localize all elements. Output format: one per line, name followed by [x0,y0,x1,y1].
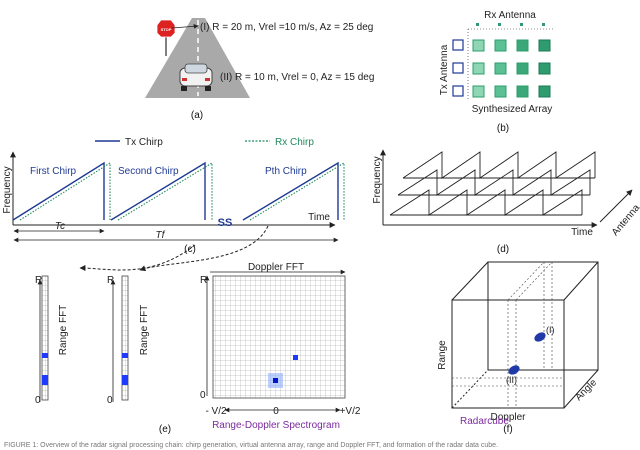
figure-caption: FIGURE 1: Overview of the radar signal p… [4,442,498,449]
e1-zero-label: 0 [35,395,41,406]
panel-b-label: (b) [497,123,509,134]
c-x-label: Time [308,212,330,223]
flow-arrow-c-to-e2 [139,225,269,272]
rx-antenna-label: Rx Antenna [484,10,536,21]
cube-target-1-label: (I) [546,325,555,335]
panel-d-label: (d) [497,244,509,255]
c-y-label: Frequency [2,166,13,213]
panel-c-label: (c) [184,244,196,255]
car-icon [179,63,213,91]
panel-b: Rx Antenna Tx Antenna [439,10,555,134]
rd-r-label: R [200,275,207,286]
rd-neg-v-label: - V/2 [205,406,227,417]
target2-text: (II) R = 10 m, Vrel = 0, Az = 15 deg [220,72,374,83]
e2-range-fft-label: Range FFT [139,305,150,356]
tx-chirps [12,161,339,221]
rd-zero-v-label: 0 [273,406,279,417]
range-peak-2a [122,353,128,358]
stop-sign-text: STOP [161,27,172,32]
cube-doppler-label: Doppler [490,412,526,423]
cube-range-label: Range [437,340,448,370]
tf-label: Tf [156,230,166,241]
tx-antenna-column [452,39,464,97]
rx-chirps [19,162,345,221]
legend-tx-text: Tx Chirp [125,137,163,148]
panel-f: (I) (II) Range Doppler Angle Radarcube (… [437,261,599,435]
stop-sign-icon [156,19,176,38]
d-chirp-stack [389,151,596,216]
d-y-label: Frequency [372,156,383,203]
range-peak-1a [42,353,48,358]
d-x-label: Time [571,227,593,238]
e2-zero-label: 0 [107,395,113,406]
flow-arrow-c-to-e [79,244,196,272]
target1-text: (I) R = 20 m, Vrel =10 m/s, Az = 25 deg [200,22,373,33]
rd-spectrogram-label: Range-Doppler Spectrogram [212,420,340,431]
panel-a-label: (a) [191,110,203,121]
panel-c: Tx Chirp Rx Chirp Frequency Time First C… [2,137,345,255]
first-chirp-label: First Chirp [30,166,77,177]
tx-antenna-label: Tx Antenna [439,44,450,95]
panel-e: R 0 Range FFT R 0 Range FFT Doppler FFT … [35,262,361,435]
pth-chirp-label: Pth Chirp [265,166,307,177]
e1-r-label: R [35,275,42,286]
radarcube-label: Radarcube [460,416,509,427]
legend-rx-text: Rx Chirp [275,137,314,148]
break-mark: SS [218,217,233,229]
panel-f-label: (f) [503,424,512,435]
range-peak-2b [122,375,128,385]
synthesized-array-label: Synthesized Array [472,104,553,115]
second-chirp-label: Second Chirp [118,166,179,177]
rd-zero-label: 0 [200,390,206,401]
doppler-fft-label: Doppler FFT [248,262,304,273]
range-fft-column-2 [121,275,129,401]
cube-slices [452,261,564,408]
cube-target-2 [508,365,520,375]
panel-a: STOP (I) R = 20 m, Vrel =10 m/s, Az = 25… [145,18,374,121]
cube-target-2-label: (II) [506,375,517,385]
range-fft-column-1 [41,275,49,401]
cube-target-1 [534,332,546,342]
tc-label: Tc [55,221,65,232]
rd-peak-2 [268,373,283,388]
rx-antenna-row [476,23,545,26]
d-z-axis [599,189,633,223]
panel-d: Frequency Time Antenna (d) [372,149,640,255]
rd-peak-1 [293,355,298,360]
range-peak-1b [42,375,48,385]
rd-pos-v-label: +V/2 [340,406,361,417]
cube-angle-label: Angle [573,377,599,403]
e1-range-fft-label: Range FFT [58,305,69,356]
target1-pointer [171,23,199,29]
panel-e-label: (e) [159,424,171,435]
synthesized-array-grid [472,39,551,98]
